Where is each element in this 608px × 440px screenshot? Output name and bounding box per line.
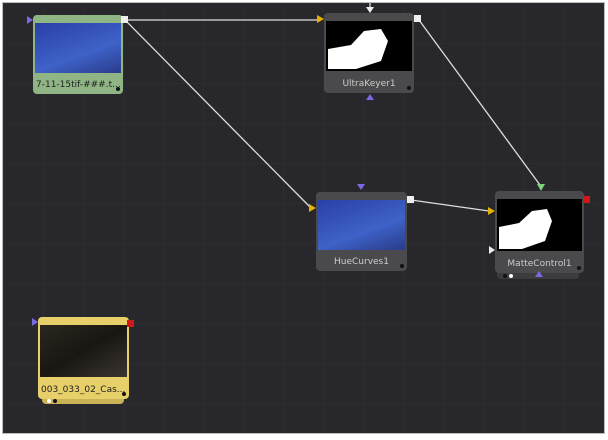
node-label: MatteControl1 bbox=[507, 259, 572, 269]
view-indicator[interactable] bbox=[116, 87, 120, 91]
input-triangle-icon[interactable] bbox=[32, 318, 38, 326]
input-arrow-icon[interactable] bbox=[366, 7, 374, 13]
wire-loader1-huecurves[interactable] bbox=[126, 21, 312, 209]
node-loader-1[interactable]: 7-11-15tif-###.t... bbox=[33, 15, 123, 94]
node-thumbnail bbox=[35, 23, 121, 73]
input-triangle-icon[interactable] bbox=[489, 246, 495, 254]
node-thumbnail bbox=[326, 21, 412, 71]
passthrough-indicator[interactable] bbox=[509, 274, 513, 278]
output-port[interactable] bbox=[583, 196, 590, 203]
node-thumbnail bbox=[497, 199, 582, 251]
node-label: 7-11-15tif-###.t... bbox=[36, 80, 121, 90]
mask-input-icon[interactable] bbox=[366, 94, 374, 100]
view-indicator[interactable] bbox=[577, 266, 581, 270]
output-port[interactable] bbox=[121, 16, 128, 23]
node-loader-2[interactable]: 003_033_02_Cas... bbox=[38, 317, 129, 399]
view-indicator[interactable] bbox=[407, 86, 411, 90]
view-indicator[interactable] bbox=[122, 392, 126, 396]
node-mattecontrol[interactable]: MatteControl1 bbox=[495, 191, 584, 273]
input-triangle-icon[interactable] bbox=[317, 15, 324, 23]
output-port[interactable] bbox=[414, 15, 421, 22]
node-label: HueCurves1 bbox=[334, 257, 389, 267]
view-indicator[interactable] bbox=[400, 264, 404, 268]
output-port[interactable] bbox=[407, 196, 414, 203]
node-editor-canvas[interactable]: 7-11-15tif-###.t... UltraKeyer1 HueCurve… bbox=[2, 2, 605, 434]
node-thumbnail bbox=[318, 200, 405, 250]
wire-huecurves-mattecontrol[interactable] bbox=[410, 199, 490, 212]
wire-ultrakeyer-mattecontrol[interactable] bbox=[418, 19, 541, 186]
lock-indicator[interactable] bbox=[53, 399, 57, 403]
connection-wires bbox=[126, 3, 541, 212]
mask-input-icon[interactable] bbox=[535, 271, 543, 277]
input-triangle-icon[interactable] bbox=[537, 184, 545, 191]
input-triangle-icon[interactable] bbox=[27, 16, 33, 24]
input-triangle-icon[interactable] bbox=[309, 204, 316, 212]
passthrough-indicator[interactable] bbox=[47, 399, 51, 403]
mask-input-icon[interactable] bbox=[357, 184, 365, 190]
output-port[interactable] bbox=[127, 320, 134, 327]
node-label: 003_033_02_Cas... bbox=[41, 385, 126, 395]
input-triangle-icon[interactable] bbox=[488, 207, 495, 215]
node-ultrakeyer[interactable]: UltraKeyer1 bbox=[324, 13, 414, 93]
node-huecurves[interactable]: HueCurves1 bbox=[316, 192, 407, 271]
node-thumbnail bbox=[40, 325, 127, 377]
node-label: UltraKeyer1 bbox=[342, 79, 396, 89]
lock-indicator[interactable] bbox=[503, 274, 507, 278]
